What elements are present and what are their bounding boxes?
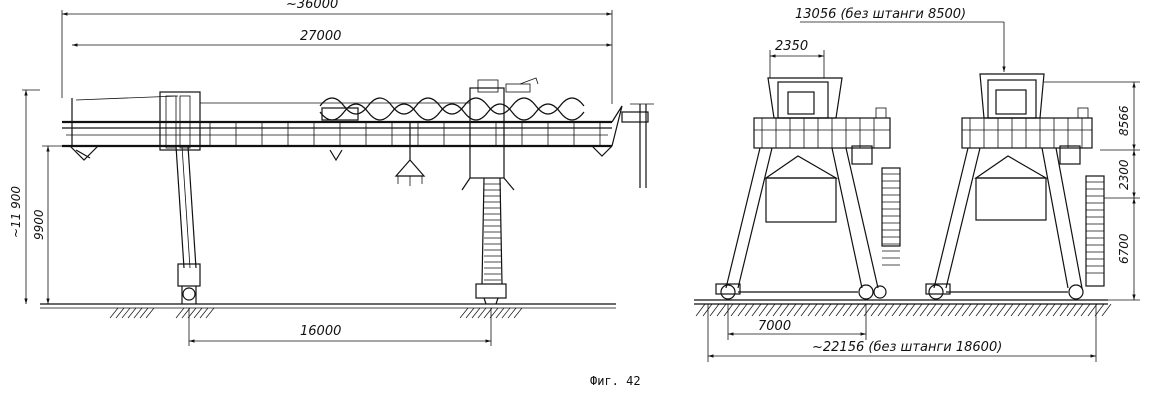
base-span-label: 7000: [758, 319, 791, 334]
total-height-label: ~11 900: [9, 186, 23, 238]
top-width-label: 13056 (без штанги 8500): [795, 7, 966, 22]
upper-height-label: 8566: [1117, 105, 1131, 136]
figure-caption: Фиг. 42: [590, 374, 641, 388]
clear-height-label: 9900: [32, 209, 46, 240]
overall-span-label: ~36000: [286, 0, 338, 12]
left-leg: [175, 145, 201, 304]
rail-gauge-label: 16000: [300, 324, 341, 339]
right-ground: [694, 299, 1112, 317]
left-ground: [40, 303, 616, 319]
lower-height-label: 6700: [1117, 233, 1131, 264]
inner-span-label: 27000: [300, 29, 341, 44]
left-dimensions: ~36000 27000 ~11 900 9900 16000: [9, 0, 613, 346]
left-elevation: ~36000 27000 ~11 900 9900 16000: [9, 0, 654, 346]
right-elevation: 13056 (без штанги 8500) 2350 8566 2300 6…: [694, 7, 1140, 362]
gantry-unit-2: [925, 73, 1105, 300]
gantry-unit-1: [715, 77, 901, 300]
cab-width-label: 2350: [775, 39, 808, 54]
main-boom: [62, 91, 654, 188]
overall-length-label: ~22156 (без штанги 18600): [812, 340, 1002, 355]
right-dimensions: 13056 (без штанги 8500) 2350 8566 2300 6…: [707, 7, 1140, 362]
right-tower: [461, 77, 539, 305]
mid-height-label: 2300: [1117, 159, 1131, 190]
